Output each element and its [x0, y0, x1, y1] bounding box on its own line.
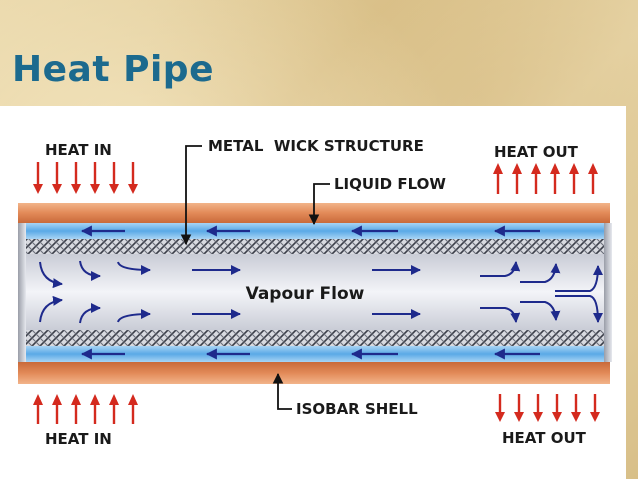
- liquid-flow-label: LIQUID FLOW: [334, 175, 446, 193]
- isobar-shell-callout-line: [272, 372, 292, 410]
- heat-out-bottom-label: HEAT OUT: [502, 429, 587, 447]
- heat-in-top-label: HEAT IN: [45, 141, 112, 159]
- heat-out-top-label: HEAT OUT: [494, 143, 579, 161]
- callout-lines: [180, 145, 330, 410]
- end-cap-left: [18, 223, 26, 362]
- wick-callout-line: [180, 145, 202, 246]
- heat-in-bottom-label: HEAT IN: [45, 430, 112, 448]
- metal-wick-structure-label: METAL WICK STRUCTURE: [208, 137, 424, 155]
- liquid-channel-bottom: [24, 346, 608, 362]
- heat-pipe-diagram: Vapour Flow: [18, 137, 612, 448]
- liquid-flow-callout-line: [308, 183, 330, 226]
- heat-out-arrows-top: [493, 163, 598, 194]
- wick-top: [24, 239, 608, 254]
- vapour-flow-arrows: [39, 260, 603, 324]
- wick-bottom: [24, 330, 608, 346]
- vapour-flow-label: Vapour Flow: [246, 284, 365, 304]
- slide-title: Heat Pipe: [12, 49, 214, 90]
- isobar-shell-label: ISOBAR SHELL: [296, 400, 418, 418]
- end-cap-right: [604, 223, 612, 362]
- heat-out-arrows-bottom: [495, 394, 600, 422]
- liquid-channel-top: [24, 223, 608, 239]
- heat-in-arrows-bottom: [33, 394, 138, 424]
- shell-bottom: [18, 362, 610, 384]
- heat-in-arrows-top: [33, 162, 138, 194]
